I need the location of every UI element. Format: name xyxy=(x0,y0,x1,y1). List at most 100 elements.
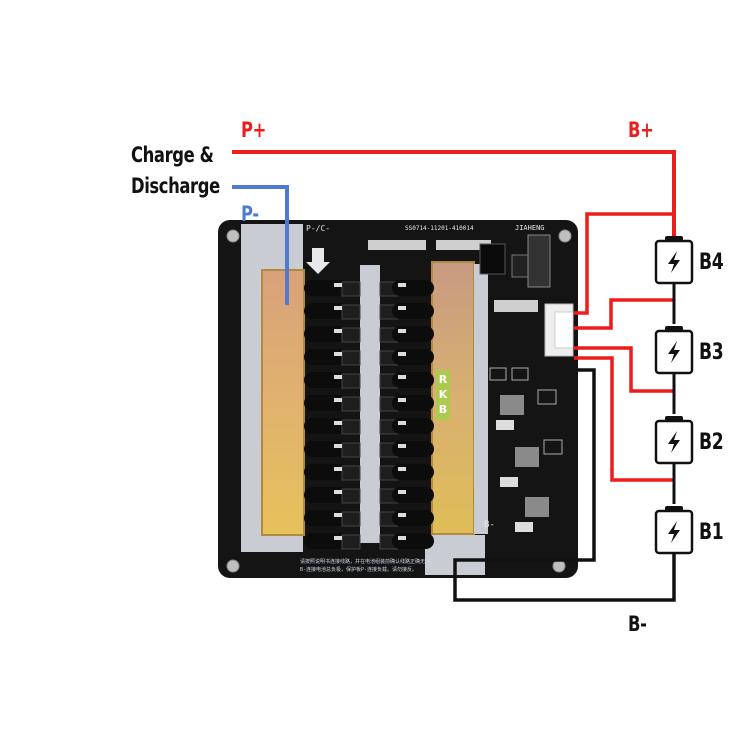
mosfet-pin xyxy=(398,467,406,471)
wire-b-minus xyxy=(453,368,676,602)
silk-model-number: SS0714-11201-410014 xyxy=(405,225,474,232)
mosfet-pin xyxy=(398,536,406,540)
wire-balance-b4-plus xyxy=(574,212,674,315)
mosfet-pin xyxy=(334,398,342,402)
mosfet-tab-left xyxy=(304,280,348,296)
mosfet-tab-right xyxy=(392,533,434,549)
mount-hole-bottom-right xyxy=(552,559,566,573)
ic-components xyxy=(368,234,563,532)
lightning-bolt-icon xyxy=(668,251,680,273)
mosfet-tab-right xyxy=(392,372,434,388)
mosfet-tab-left xyxy=(304,326,348,342)
mosfet-left xyxy=(341,350,361,366)
lightning-bolt-icon xyxy=(668,341,680,363)
brand-sticker xyxy=(436,370,450,420)
mosfet-left xyxy=(341,373,361,389)
mount-hole-top-left xyxy=(226,229,240,243)
mosfet-left xyxy=(341,488,361,504)
mosfet-pin xyxy=(398,352,406,356)
mosfet-pin xyxy=(334,444,342,448)
silk-p-minus-c-minus: P-/C- xyxy=(306,224,331,233)
mosfet-pin xyxy=(398,283,406,287)
mosfet-left xyxy=(341,327,361,343)
mosfet-left xyxy=(341,442,361,458)
mosfet-pin xyxy=(334,329,342,333)
mosfet-array xyxy=(304,280,434,550)
mosfet-tab-left xyxy=(304,418,348,434)
silk-note-line1: 请按照说明书连接线路，并在电池组装前确认线路正确无误。 xyxy=(300,559,436,565)
mosfet-tab-left xyxy=(304,464,348,480)
silk-b-minus: B- xyxy=(484,520,495,530)
wire-balance-b2-plus xyxy=(574,346,674,393)
silk-manufacturer: JIAHENG xyxy=(515,224,545,232)
mosfet-tab-left xyxy=(304,510,348,526)
mosfet-pin xyxy=(398,513,406,517)
mosfet-tab-left xyxy=(304,395,348,411)
mosfet-tab-right xyxy=(392,280,434,296)
mosfet-left xyxy=(341,511,361,527)
mosfet-pin xyxy=(398,444,406,448)
battery-b1 xyxy=(654,506,694,555)
copper-strip-center xyxy=(360,265,380,543)
mosfet-left xyxy=(341,419,361,435)
battery-b2 xyxy=(654,416,694,465)
mosfet-pin xyxy=(334,490,342,494)
mount-hole-top-right xyxy=(558,229,572,243)
mosfet-tab-right xyxy=(392,441,434,457)
lightning-bolt-icon xyxy=(668,521,680,543)
mosfet-tab-right xyxy=(392,326,434,342)
mosfet-left xyxy=(341,396,361,412)
mosfet-left xyxy=(341,534,361,550)
mosfet-pin xyxy=(334,352,342,356)
wire-balance-b3-plus xyxy=(574,298,674,330)
mosfet-pin xyxy=(334,421,342,425)
mosfet-pin xyxy=(398,329,406,333)
heatsink-left xyxy=(261,269,305,536)
bms-board xyxy=(218,220,578,578)
battery-label-b2: B2 xyxy=(699,430,724,455)
mosfet-tab-right xyxy=(392,464,434,480)
b-minus-label: B- xyxy=(628,612,647,636)
wire-p-minus xyxy=(232,185,289,305)
mosfet-tab-left xyxy=(304,487,348,503)
balance-connector-plug xyxy=(554,311,574,349)
battery-b4 xyxy=(654,236,694,285)
battery-stack xyxy=(654,236,694,555)
p-minus-label: P- xyxy=(241,202,259,226)
mosfet-left xyxy=(341,281,361,297)
mosfet-tab-right xyxy=(392,349,434,365)
mosfet-tab-left xyxy=(304,372,348,388)
mount-hole-bottom-left xyxy=(226,559,240,573)
mosfet-pin xyxy=(398,375,406,379)
mosfet-pin xyxy=(398,398,406,402)
wire-p-plus-to-b-plus xyxy=(232,150,676,236)
p-plus-label: P+ xyxy=(241,118,266,142)
mosfet-pin xyxy=(398,421,406,425)
mosfet-pin xyxy=(334,306,342,310)
mosfet-pin xyxy=(334,536,342,540)
battery-b3 xyxy=(654,326,694,375)
copper-strip-right xyxy=(474,264,488,534)
battery-label-b3: B3 xyxy=(699,340,724,365)
mosfet-tab-left xyxy=(304,349,348,365)
wiring xyxy=(232,150,676,602)
mosfet-tab-right xyxy=(392,510,434,526)
wire-balance-b1-plus xyxy=(574,356,674,482)
mosfet-tab-left xyxy=(304,303,348,319)
mosfet-tab-right xyxy=(392,418,434,434)
brand-text: RKB xyxy=(438,373,448,416)
mosfet-left xyxy=(341,465,361,481)
mosfet-left xyxy=(341,304,361,320)
mosfet-tab-left xyxy=(304,533,348,549)
silk-note-line2: B-连接电池总负极，保护板P-连接负载。请勿接反。 xyxy=(300,567,418,573)
charge-discharge-label-line1: Charge & xyxy=(131,143,214,167)
mosfet-pin xyxy=(334,513,342,517)
mosfet-pin xyxy=(398,490,406,494)
mosfet-tab-right xyxy=(392,395,434,411)
battery-label-b1: B1 xyxy=(699,520,724,545)
mosfet-pin xyxy=(334,375,342,379)
mosfet-pin xyxy=(398,306,406,310)
b-plus-label: B+ xyxy=(628,118,654,142)
